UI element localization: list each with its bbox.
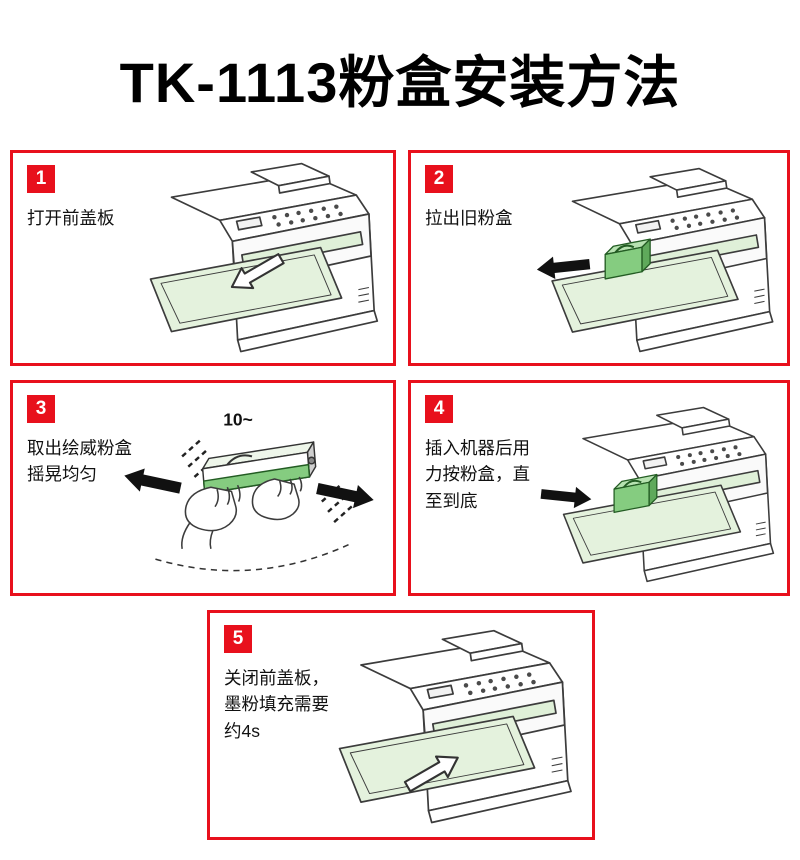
toner-cartridge	[613, 473, 658, 514]
step-5-number-badge: 5	[224, 625, 252, 653]
step-4-label: 插入机器后用 力按粉盒，直 至到底	[425, 438, 530, 511]
toner-cartridge	[604, 238, 651, 280]
step-box-3: 3 取出绘威粉盒 摇晃均匀 10~	[10, 380, 396, 596]
step-2-illustration	[536, 156, 787, 361]
step-3-label: 取出绘威粉盒 摇晃均匀	[27, 438, 132, 485]
step-5-label: 关闭前盖板， 墨粉填充需要 约4s	[224, 668, 329, 741]
step-2-label: 拉出旧粉盒	[425, 208, 513, 228]
printer-open-cover-drawing	[151, 164, 378, 352]
step-box-2: 2 拉出旧粉盒	[408, 150, 790, 366]
step-box-1: 1 打开前盖板	[10, 150, 396, 366]
toner-cartridge	[201, 441, 317, 495]
push-in-arrow-icon	[540, 486, 592, 509]
hands-holding-cartridge	[181, 476, 303, 550]
open-cover-arrow-icon	[230, 253, 285, 290]
step-4-illustration	[540, 395, 787, 591]
shake-left-arrow-icon	[124, 468, 182, 494]
step-4-number-badge: 4	[425, 395, 453, 423]
step-1-illustration	[97, 151, 393, 361]
steps-grid: 1 打开前盖板 2 拉出旧粉盒	[0, 150, 800, 850]
step-1-number-badge: 1	[27, 165, 55, 193]
printer-open-cover-drawing	[564, 408, 774, 582]
close-cover-arrow-icon	[403, 755, 459, 793]
step-2-number-badge: 2	[425, 165, 453, 193]
step-5-illustration	[286, 617, 586, 833]
shake-count-annotation: 10~	[223, 410, 253, 430]
pull-out-arrow-icon	[536, 256, 591, 280]
printer-open-cover-drawing	[340, 631, 571, 823]
page-title: TK-1113粉盒安装方法	[119, 51, 681, 114]
shake-right-arrow-icon	[316, 482, 374, 509]
step-1-label: 打开前盖板	[27, 208, 115, 228]
step-box-5: 5 关闭前盖板， 墨粉填充需要 约4s	[207, 610, 595, 840]
step-3-number-badge: 3	[27, 395, 55, 423]
shake-arc	[155, 544, 349, 572]
step-box-4: 4 插入机器后用 力按粉盒，直 至到底	[408, 380, 790, 596]
step-3-illustration: 10~	[124, 410, 374, 572]
